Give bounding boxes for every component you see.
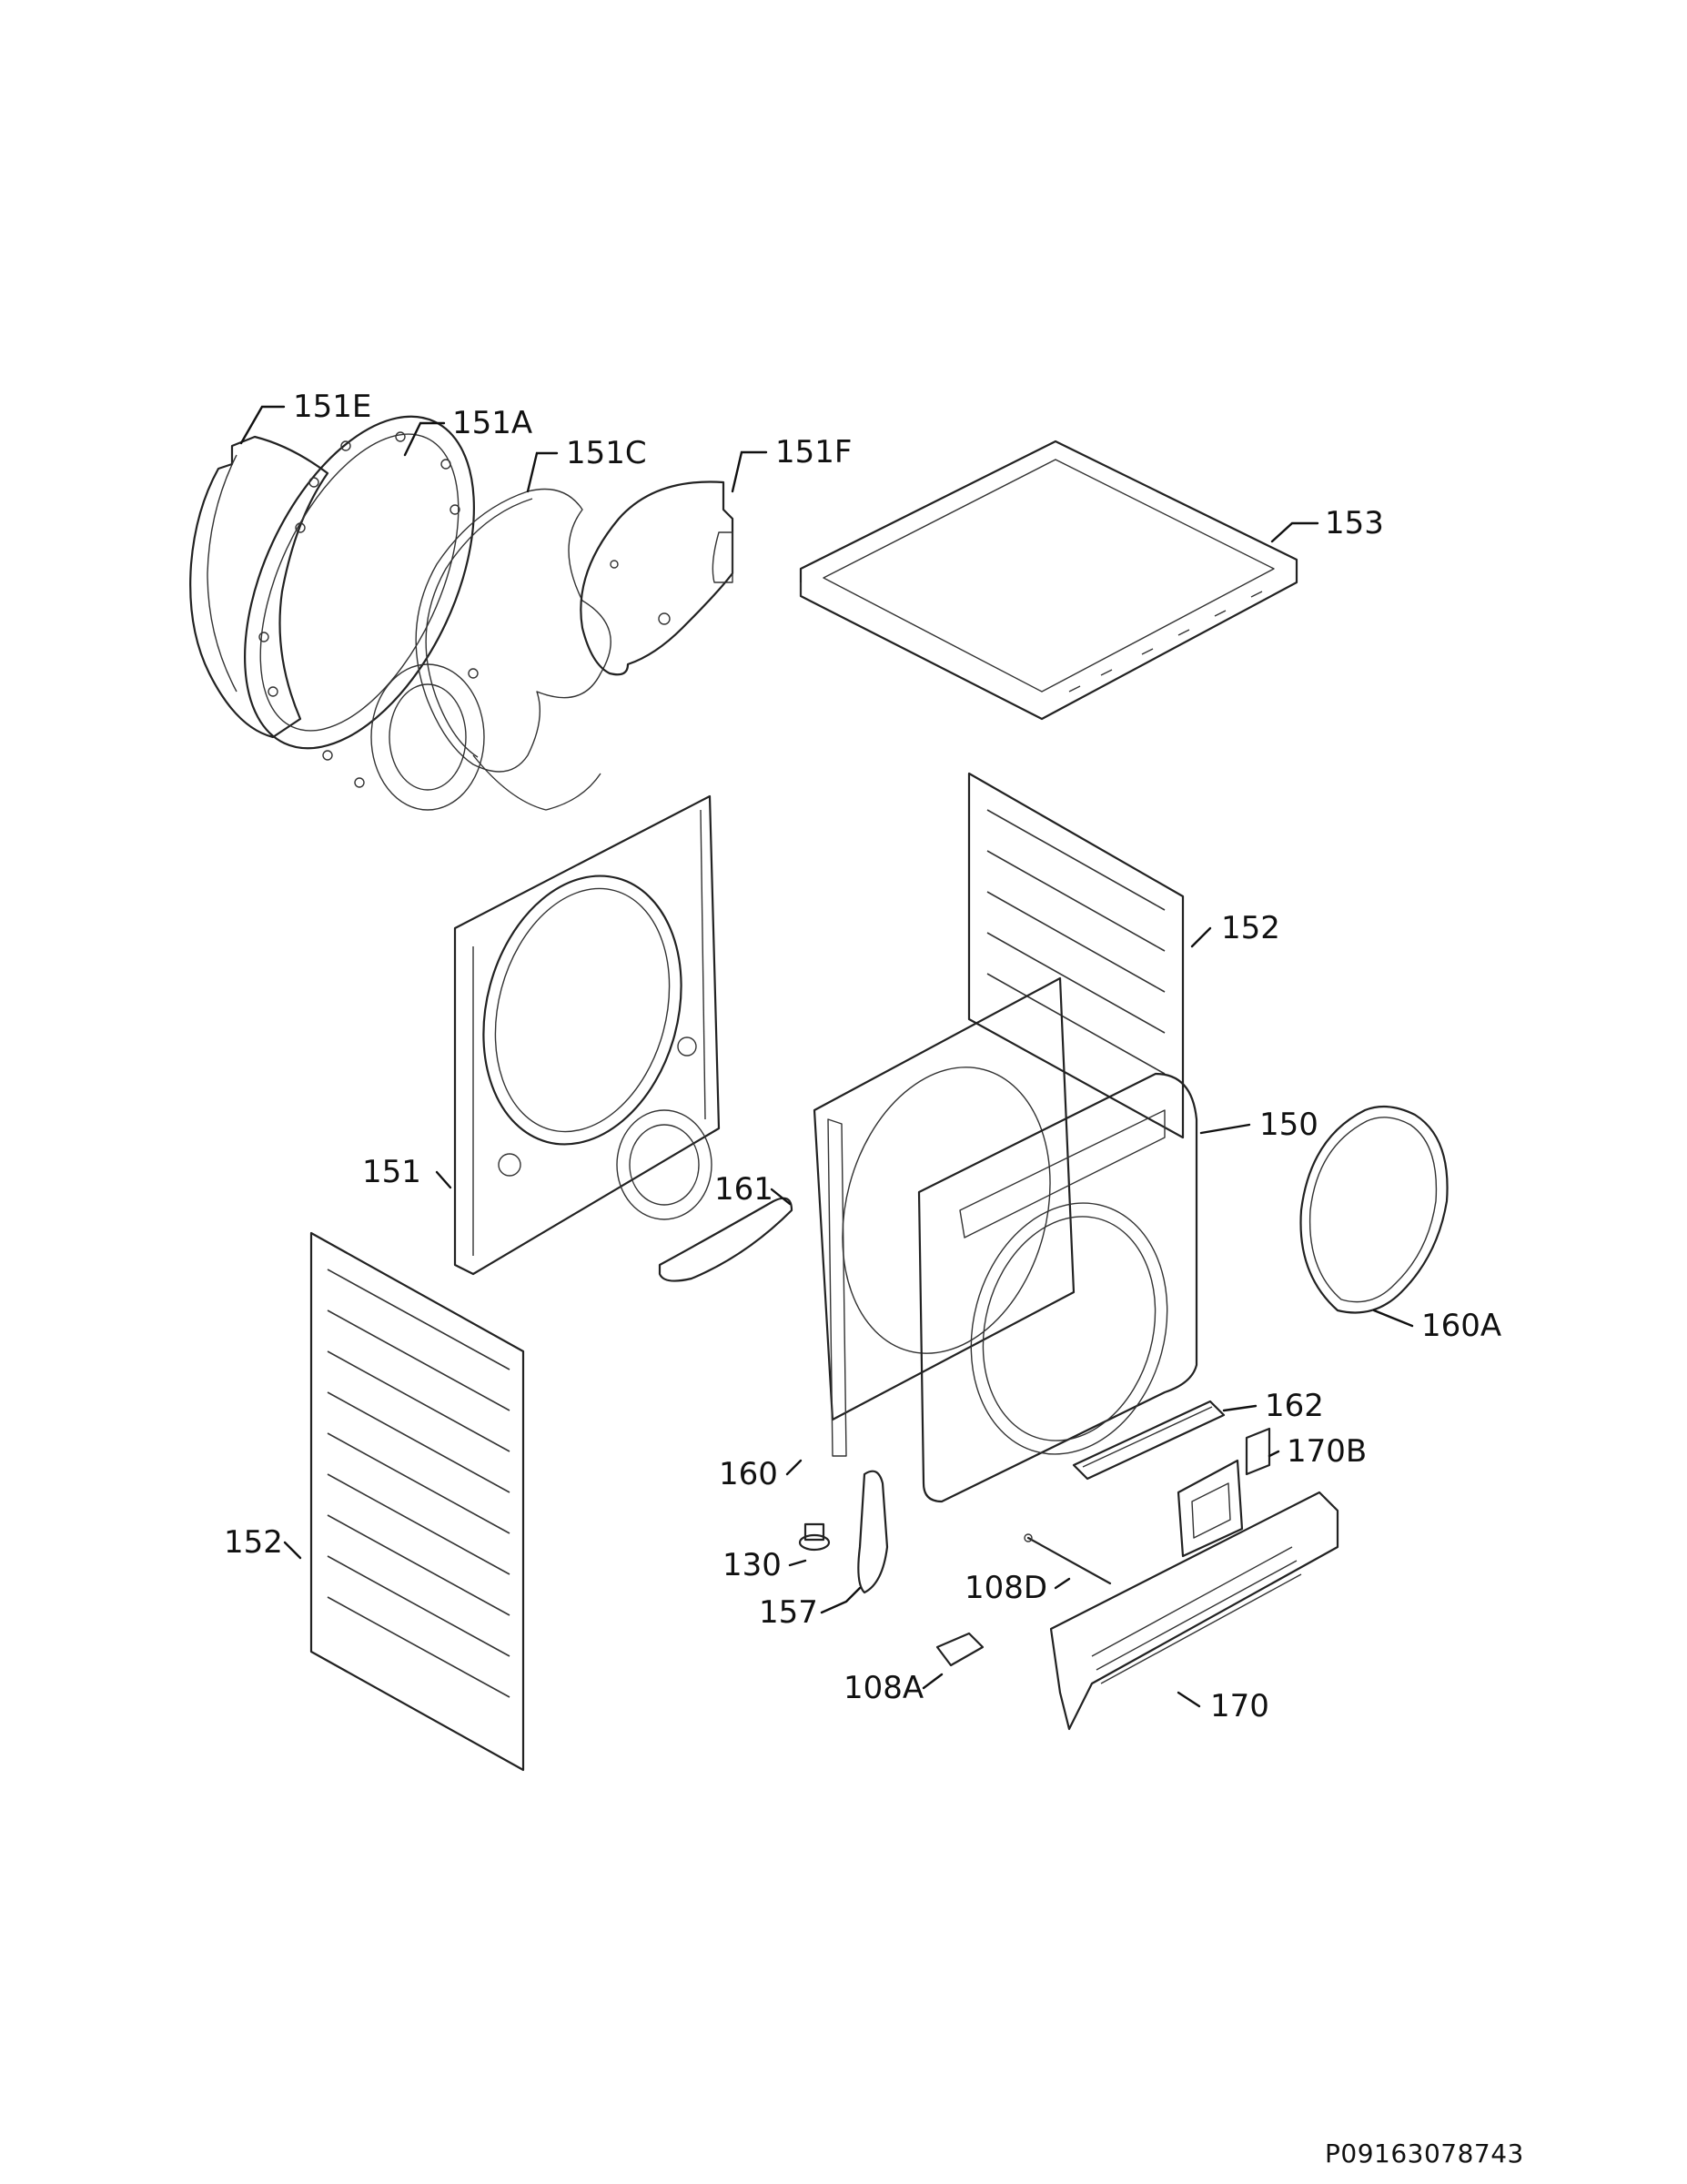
part-151E-rear-cover	[189, 435, 329, 739]
callout-130: 130	[722, 1547, 782, 1583]
callout-152-left: 152	[224, 1524, 283, 1561]
callout-151A: 151A	[452, 405, 532, 441]
part-152-right-side-panel	[967, 772, 1185, 1139]
callout-160: 160	[719, 1456, 778, 1492]
part-170-kick-plate	[1049, 1491, 1339, 1731]
callout-161: 161	[714, 1171, 773, 1208]
callout-162: 162	[1265, 1388, 1324, 1424]
callout-160A: 160A	[1421, 1308, 1501, 1344]
leader-lines	[239, 405, 1414, 1708]
part-153-top-cover	[799, 440, 1298, 721]
callout-170: 170	[1210, 1688, 1269, 1724]
part-157-hinge-cover	[857, 1470, 889, 1594]
callout-157: 157	[759, 1594, 818, 1631]
part-160-front-frame-assembly	[813, 976, 1076, 1457]
callout-170B: 170B	[1287, 1433, 1367, 1470]
part-151F-duct-plate	[580, 480, 734, 676]
callout-151F: 151F	[775, 434, 852, 470]
part-150-front-panel	[917, 1072, 1198, 1503]
callout-150: 150	[1259, 1107, 1318, 1143]
callout-152-right: 152	[1221, 910, 1280, 946]
part-161-rail	[658, 1197, 793, 1282]
callout-labels: 151E 151A 151C 151F 153 152 150 151 161 …	[224, 389, 1501, 1724]
part-151C-belt	[415, 488, 611, 811]
part-108A-bracket	[935, 1632, 985, 1667]
callout-151E: 151E	[293, 389, 371, 425]
part-108D-wire	[1024, 1533, 1112, 1585]
part-152-left-side-panel	[309, 1231, 525, 1772]
part-130-adjustable-foot	[798, 1522, 831, 1552]
callout-108A: 108A	[844, 1670, 924, 1706]
callout-108D: 108D	[965, 1570, 1047, 1606]
callout-151: 151	[362, 1154, 421, 1190]
part-151A-bearing-housing	[244, 415, 485, 811]
reference-code: P09163078743	[1325, 2138, 1524, 2169]
callout-153: 153	[1325, 505, 1384, 541]
part-162-filter-frame	[1072, 1400, 1226, 1481]
callout-151C: 151C	[566, 435, 647, 471]
part-160A-door-seal	[1299, 1105, 1449, 1314]
part-170B-control-module	[1177, 1427, 1271, 1558]
part-151-front-frame	[453, 794, 721, 1276]
